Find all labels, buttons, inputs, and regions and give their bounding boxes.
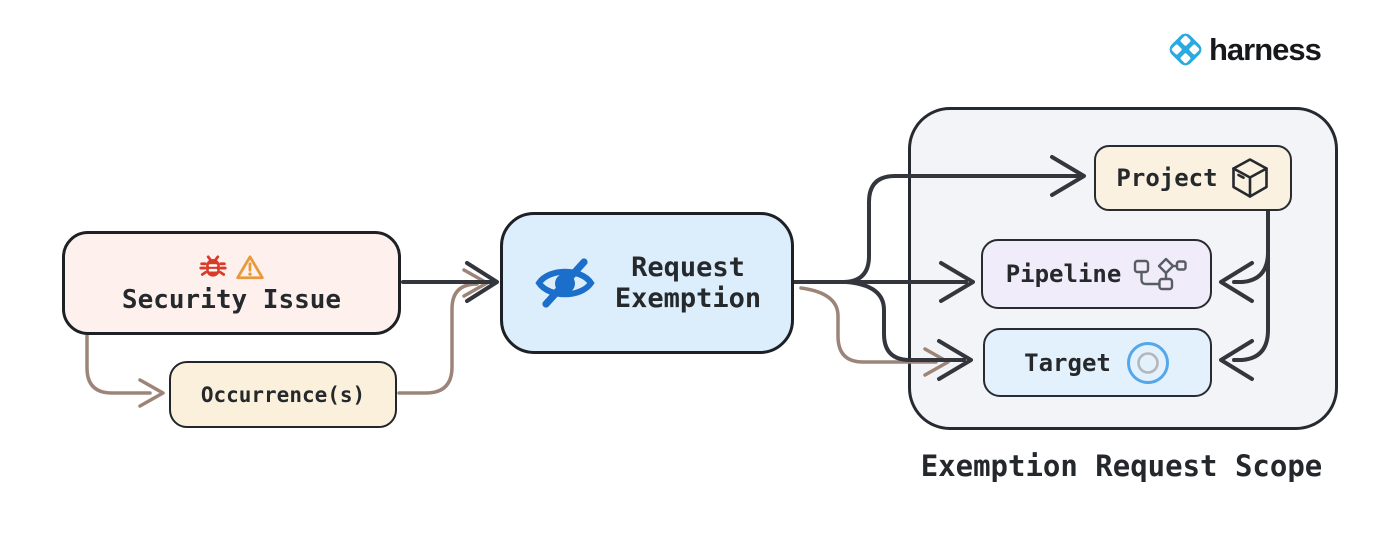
eye-off-icon <box>535 258 595 308</box>
request-exemption-label-line2: Exemption <box>614 283 762 314</box>
edge-request-to-target <box>844 280 973 381</box>
scope-caption: Exemption Request Scope <box>920 449 1323 483</box>
node-target: Target <box>983 328 1212 397</box>
bug-icon <box>199 254 227 277</box>
node-occurrences: Occurrence(s) <box>169 361 397 428</box>
harness-wordmark: harness <box>1209 31 1322 67</box>
edge-project-to-target <box>1219 210 1270 381</box>
edge-security-to-occurrences <box>85 334 165 408</box>
request-exemption-label: Request Exemption <box>615 252 761 314</box>
node-request-exemption: Request Exemption <box>500 212 794 354</box>
harness-logo: harness <box>1166 30 1322 69</box>
package-cube-icon <box>1231 158 1268 198</box>
pipeline-graph-icon <box>1134 257 1187 291</box>
node-pipeline: Pipeline <box>981 239 1212 309</box>
edge-security-to-request <box>401 261 499 303</box>
security-issue-icons <box>198 252 265 282</box>
edge-project-to-pipeline <box>1219 210 1270 303</box>
request-exemption-label-line1: Request <box>631 251 745 283</box>
pipeline-label: Pipeline <box>1005 260 1122 288</box>
harness-diamond-icon <box>1169 33 1202 66</box>
edge-request-to-pipeline <box>792 261 975 303</box>
warning-triangle-icon <box>236 254 264 279</box>
target-label: Target <box>1024 348 1111 377</box>
node-security-issue: Security Issue <box>62 231 401 335</box>
target-circles-icon <box>1126 341 1169 384</box>
occurrences-label: Occurrence(s) <box>200 382 366 407</box>
project-label: Project <box>1116 164 1218 192</box>
edge-occurrences-to-request <box>397 268 489 395</box>
node-project: Project <box>1094 145 1292 211</box>
security-issue-label: Security Issue <box>121 284 342 315</box>
